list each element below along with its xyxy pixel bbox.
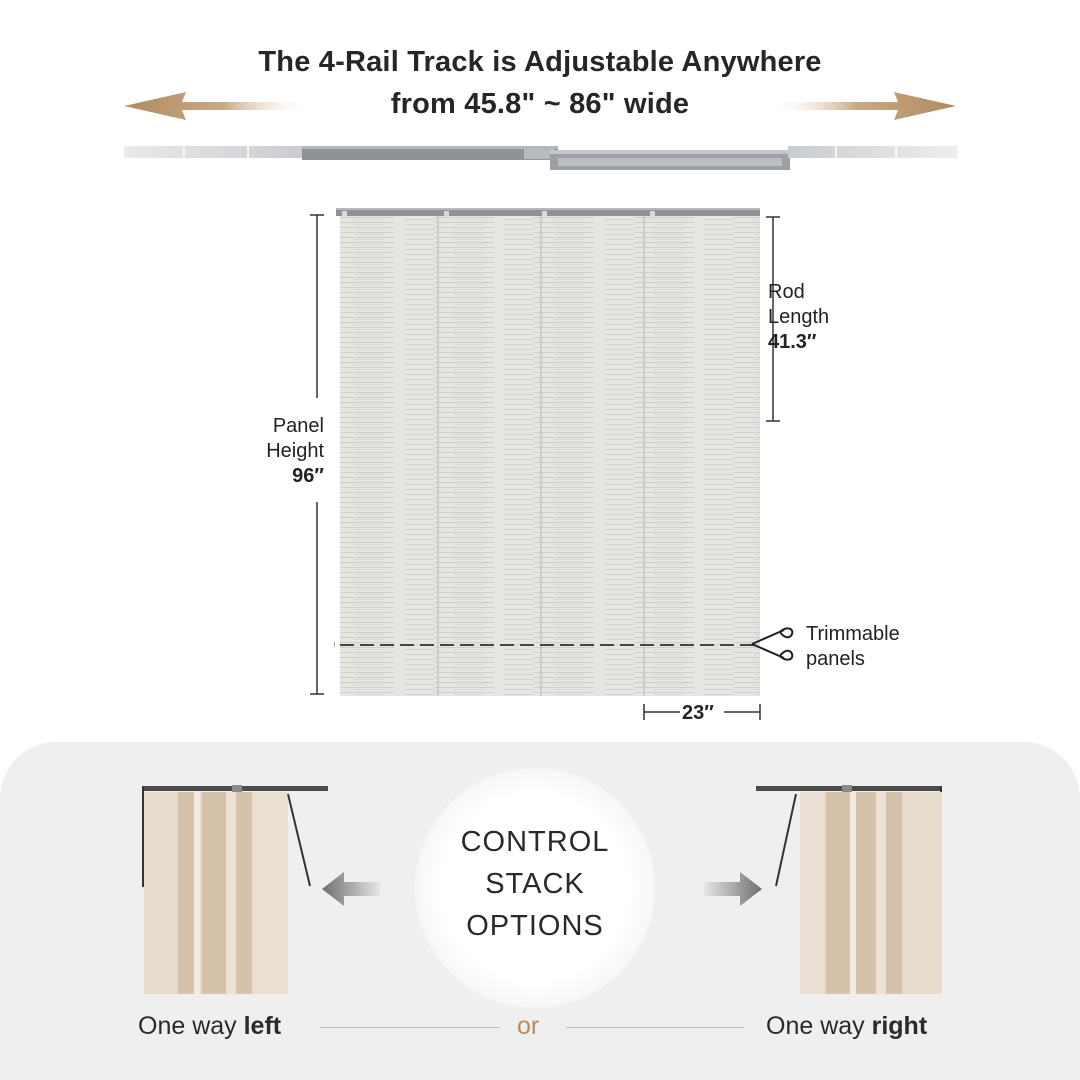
panel-width-value: 23″	[682, 702, 714, 724]
one-way-right-label: One way right	[766, 1012, 928, 1040]
trimmable-panels-label: Trimmable panels	[806, 623, 900, 670]
title-line-1: The 4-Rail Track is Adjustable Anywhere	[258, 46, 822, 78]
one-way-left-label: One way left	[138, 1012, 282, 1040]
fabric-panel-3	[540, 216, 647, 696]
arrow-left-gray-icon	[322, 872, 380, 906]
arrow-right-icon	[776, 92, 956, 120]
divider-right	[566, 1027, 744, 1028]
fabric-panel-2	[437, 216, 544, 696]
right-stack-illustration	[756, 785, 942, 994]
panel-track-illustration	[334, 208, 760, 696]
center-glow	[415, 768, 655, 1008]
panel-height-dimension-line	[310, 214, 324, 695]
stack-label: STACK	[485, 868, 585, 900]
options-label: OPTIONS	[466, 910, 604, 942]
or-label: or	[517, 1012, 540, 1040]
adjustable-track	[124, 146, 958, 170]
rod-length-label: Rod Length 41.3″	[768, 281, 830, 353]
scissors-icon	[751, 627, 794, 661]
rod-length-dimension-line	[766, 216, 780, 422]
panel-width-dimension-line	[643, 704, 761, 720]
control-label: CONTROL	[460, 826, 610, 858]
arrow-right-gray-icon	[704, 872, 762, 906]
title-line-2: from 45.8" ~ 86" wide	[390, 88, 690, 120]
arrow-left-icon	[124, 92, 304, 120]
panel-height-value: 96″	[292, 465, 324, 487]
left-stack-illustration	[142, 785, 328, 994]
fabric-panel-4	[643, 216, 760, 696]
divider-left	[320, 1027, 500, 1028]
panel-height-label: Panel Height 96″	[256, 414, 324, 489]
rod-length-value: 41.3″	[768, 331, 817, 353]
fabric-panel-1	[340, 216, 442, 696]
